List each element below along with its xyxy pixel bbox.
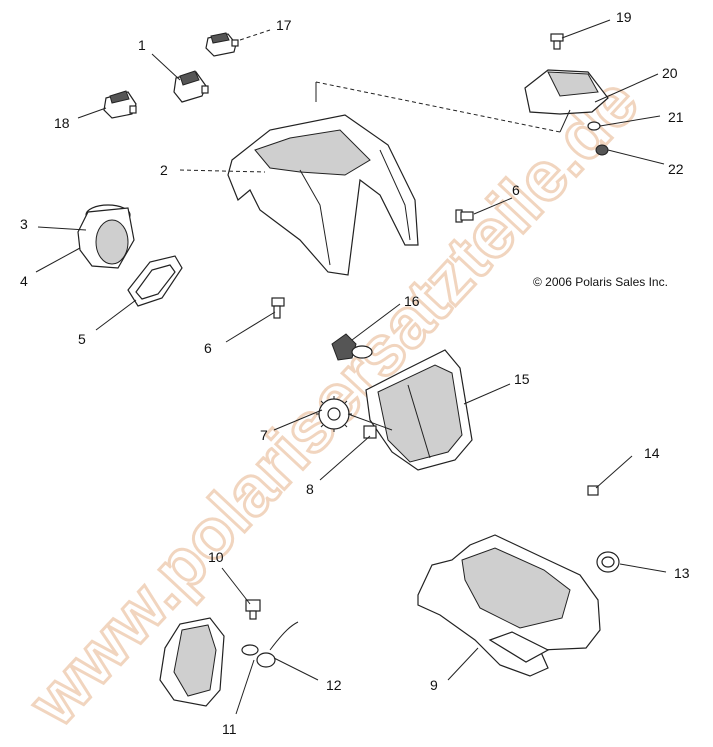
- part-15-headlight: [365, 349, 473, 471]
- leader-13: [619, 563, 667, 573]
- leader-4: [35, 247, 81, 273]
- callout-13: 13: [674, 565, 690, 581]
- leader-16: [351, 303, 401, 341]
- callout-10: 10: [208, 549, 224, 565]
- leader-9: [447, 647, 479, 681]
- callout-6-left: 6: [204, 340, 212, 356]
- part-3-4-gauge: [77, 204, 135, 269]
- callout-6-right: 6: [512, 182, 520, 198]
- callout-4: 4: [20, 273, 28, 289]
- callout-9: 9: [430, 677, 438, 693]
- leader-6-left: [225, 311, 276, 343]
- leader-7: [273, 409, 323, 431]
- callout-12: 12: [326, 677, 342, 693]
- part-19-screw: [550, 33, 564, 50]
- part-16-bulb-socket: [331, 333, 373, 361]
- part-6-screw-right: [455, 209, 474, 223]
- callout-1: 1: [138, 37, 146, 53]
- callout-3: 3: [20, 216, 28, 232]
- leader-19: [561, 19, 611, 39]
- leader-10: [221, 567, 251, 605]
- leader-17: [239, 29, 271, 41]
- part-18-switch: [103, 90, 137, 119]
- part-switch-housing-lower: [159, 617, 225, 707]
- part-7-adjuster-wheel: [316, 396, 352, 432]
- leader-assembly-stub: [315, 82, 571, 133]
- leader-20: [594, 73, 659, 103]
- callout-2: 2: [160, 162, 168, 178]
- leader-14: [595, 455, 633, 489]
- part-21-washer: [587, 121, 601, 131]
- part-5-gasket: [127, 255, 183, 307]
- part-1-switch: [173, 70, 209, 103]
- callout-14: 14: [644, 445, 660, 461]
- part-22-nut: [595, 144, 609, 156]
- callout-18: 18: [54, 115, 70, 131]
- leader-3: [37, 226, 87, 231]
- part-17-switch: [205, 32, 239, 57]
- leader-15: [463, 383, 511, 405]
- leader-21: [599, 115, 661, 127]
- part-6-screw-left: [271, 297, 285, 319]
- callout-17: 17: [276, 17, 292, 33]
- callout-21: 21: [668, 109, 684, 125]
- leader-11: [235, 659, 255, 715]
- leader-18: [77, 107, 107, 119]
- part-2-pod-cover: [227, 114, 419, 276]
- leader-5: [95, 299, 137, 331]
- part-10-bolt: [245, 599, 261, 620]
- part-9-housing: [417, 534, 601, 677]
- callout-22: 22: [668, 161, 684, 177]
- callout-16: 16: [404, 293, 420, 309]
- callout-15: 15: [514, 371, 530, 387]
- callout-20: 20: [662, 65, 678, 81]
- callout-19: 19: [616, 9, 632, 25]
- part-8-adjuster-screw: [347, 413, 393, 439]
- callout-5: 5: [78, 331, 86, 347]
- callout-8: 8: [306, 481, 314, 497]
- callout-11: 11: [222, 721, 237, 737]
- part-14-clip: [587, 485, 599, 496]
- part-20-bracket: [524, 69, 609, 115]
- leader-8: [319, 435, 371, 481]
- callout-7: 7: [260, 427, 268, 443]
- copyright-notice: © 2006 Polaris Sales Inc.: [533, 275, 668, 289]
- leader-6-right: [473, 197, 513, 215]
- leader-12: [273, 657, 319, 681]
- leader-22: [607, 149, 665, 165]
- part-13-ring: [596, 551, 620, 573]
- leader-1: [151, 53, 181, 81]
- part-11-sensor: [241, 621, 299, 668]
- leader-2: [179, 169, 266, 173]
